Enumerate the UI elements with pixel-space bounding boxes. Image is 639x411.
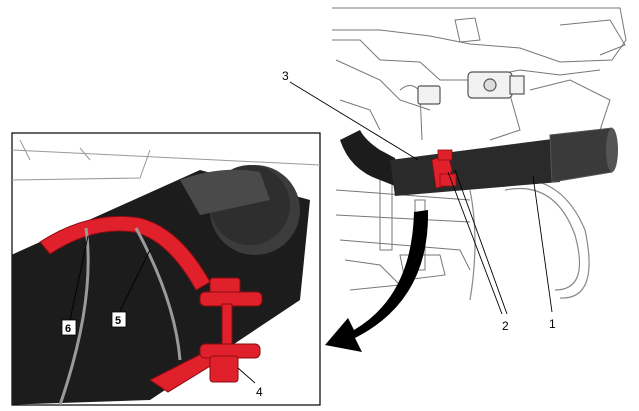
callout-1: 1 (549, 317, 556, 331)
leader-line-2a (447, 171, 503, 315)
callout-6: 6 (65, 323, 71, 335)
detail-arrow (325, 210, 429, 352)
exhaust-pipe-overview (340, 127, 618, 196)
callout-5-box (111, 311, 127, 328)
callout-5: 5 (115, 315, 121, 327)
inset-background-line-art (12, 139, 320, 181)
leader-line-3 (289, 81, 419, 161)
underbody-overview (325, 7, 627, 352)
leader-line-1 (532, 175, 553, 313)
exhaust-clamp-detail (39, 215, 222, 405)
callout-2: 2 (502, 319, 509, 333)
exhaust-clamp-overview (431, 149, 457, 189)
callout-3: 3 (282, 69, 289, 83)
rear-damper (417, 71, 525, 105)
leader-line-6 (69, 235, 89, 321)
clamp-bolt-nut (199, 277, 263, 383)
callout-labels: 1 2 3 4 5 6 (61, 69, 556, 399)
detail-inset (11, 132, 321, 406)
wheel-outline (469, 178, 590, 301)
leader-line-2b (454, 169, 508, 315)
leader-line-5 (119, 249, 151, 312)
leader-lines (69, 81, 553, 384)
leader-line-4 (237, 367, 256, 384)
callout-4: 4 (256, 385, 263, 399)
callout-6-box (61, 319, 77, 336)
